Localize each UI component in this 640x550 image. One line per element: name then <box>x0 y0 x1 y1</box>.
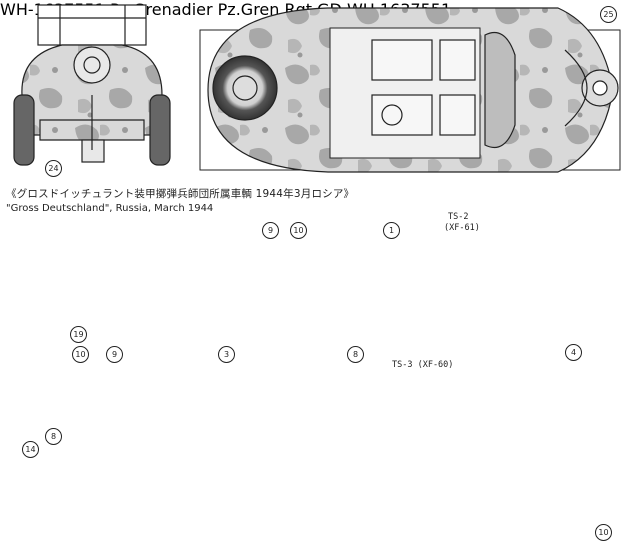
callout-19: 19 <box>70 326 87 343</box>
callout-24: 24 <box>45 160 62 177</box>
caption-english: "Gross Deutschland", Russia, March 1944 <box>6 203 214 214</box>
top-view-upper <box>199 7 621 173</box>
caption-japanese: 《グロスドイッチュラント装甲擲弾兵師団所属車輌 1944年3月ロシア》 <box>6 188 355 200</box>
paint-label-ts2: TS-2 <box>448 212 469 222</box>
front-view-top <box>13 4 171 166</box>
callout-8-detail: 8 <box>45 428 62 445</box>
callout-10-top: 10 <box>595 524 612 541</box>
callout-9-side: 9 <box>262 222 279 239</box>
callout-10-side: 10 <box>290 222 307 239</box>
callout-14: 14 <box>22 441 39 458</box>
callout-3: 3 <box>218 346 235 363</box>
callout-1: 1 <box>383 222 400 239</box>
callout-10-detail: 10 <box>72 346 89 363</box>
paint-label-ts3: TS-3 (XF-60) <box>392 360 454 370</box>
callout-4: 4 <box>565 344 582 361</box>
callout-25: 25 <box>600 6 617 23</box>
paint-label-xf61: (XF-61) <box>444 223 480 233</box>
callout-8-side: 8 <box>347 346 364 363</box>
callout-9-detail: 9 <box>106 346 123 363</box>
